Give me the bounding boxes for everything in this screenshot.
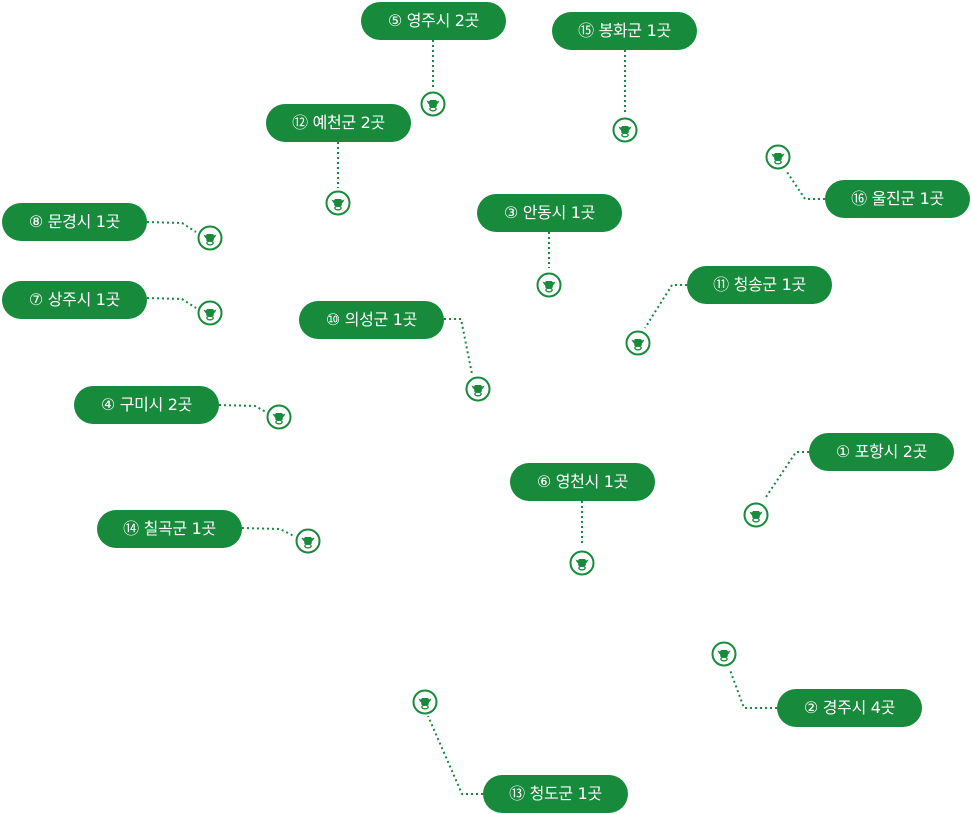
cow-head-icon[interactable] xyxy=(612,117,638,143)
cow-head-icon[interactable] xyxy=(197,300,223,326)
region-label-pohang[interactable]: ① 포항시 2곳 xyxy=(809,433,954,471)
cow-head-icon[interactable] xyxy=(711,641,737,667)
cow-head-icon[interactable] xyxy=(536,272,562,298)
region-label-cheongdo[interactable]: ⑬ 청도군 1곳 xyxy=(483,775,628,813)
connector-uiseong xyxy=(444,318,473,375)
region-label-uljin[interactable]: ⑯ 울진군 1곳 xyxy=(825,180,970,218)
cow-head-icon[interactable] xyxy=(743,502,769,528)
region-label-gyeongju[interactable]: ② 경주시 4곳 xyxy=(777,689,922,727)
connector-mungyeong xyxy=(146,221,197,233)
connector-sangju xyxy=(146,297,197,309)
cow-head-icon[interactable] xyxy=(197,225,223,251)
cow-head-icon[interactable] xyxy=(420,91,446,117)
cow-head-icon[interactable] xyxy=(569,550,595,576)
region-label-yeongju[interactable]: ⑤ 영주시 2곳 xyxy=(361,2,506,40)
region-label-andong[interactable]: ③ 안동시 1곳 xyxy=(477,194,622,232)
region-label-yeongcheon[interactable]: ⑥ 영천시 1곳 xyxy=(510,463,655,501)
connector-cheongdo xyxy=(427,715,483,795)
connector-gumi xyxy=(218,404,267,413)
region-label-bonghwa[interactable]: ⑮ 봉화군 1곳 xyxy=(552,12,697,50)
region-label-mungyeong[interactable]: ⑧ 문경시 1곳 xyxy=(2,203,147,241)
region-label-sangju[interactable]: ⑦ 상주시 1곳 xyxy=(2,281,147,319)
cow-head-icon[interactable] xyxy=(465,376,491,402)
cow-head-icon[interactable] xyxy=(295,528,321,554)
cow-head-icon[interactable] xyxy=(625,330,651,356)
connector-cheongsong xyxy=(644,284,687,329)
cow-head-icon[interactable] xyxy=(325,190,351,216)
region-label-chilgok[interactable]: ⑭ 칠곡군 1곳 xyxy=(97,510,242,548)
cow-head-icon[interactable] xyxy=(266,404,292,430)
connector-gyeongju xyxy=(729,669,777,709)
cow-head-icon[interactable] xyxy=(765,144,791,170)
cow-head-icon[interactable] xyxy=(412,689,438,715)
region-label-yecheon[interactable]: ⑫ 예천군 2곳 xyxy=(266,104,411,142)
connector-chilgok xyxy=(241,527,295,537)
connector-pohang xyxy=(765,451,809,498)
region-label-cheongsong[interactable]: ⑪ 청송군 1곳 xyxy=(687,266,832,304)
region-label-uiseong[interactable]: ⑩ 의성군 1곳 xyxy=(299,301,444,339)
connector-uljin xyxy=(786,171,825,200)
region-label-gumi[interactable]: ④ 구미시 2곳 xyxy=(74,386,219,424)
